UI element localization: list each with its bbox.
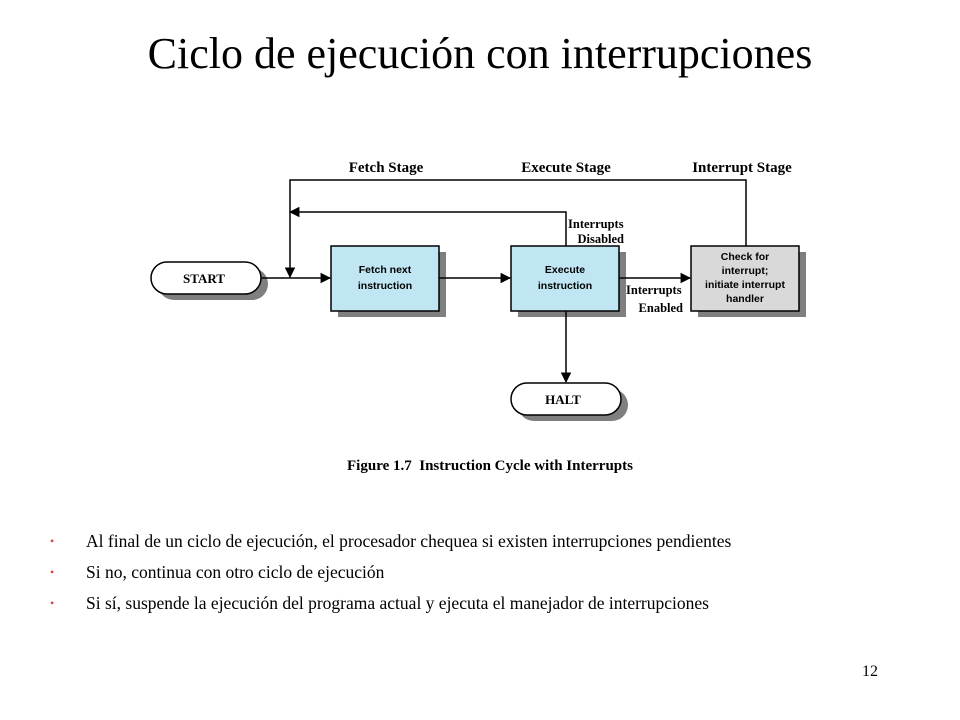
fetch-stage-label: Fetch Stage [349,160,424,176]
bullet-text: Si sí, suspende la ejecución del program… [86,593,709,613]
fetch-shape [330,245,440,312]
execute-node: Execute instruction [510,245,626,317]
interrupts-disabled-label-line1: Interrupts [568,217,624,231]
interrupts-disabled-arrow [288,206,567,246]
check-shape [690,245,800,312]
interrupts-enabled-label-line1: Interrupts [626,283,682,297]
figure-caption: Figure 1.7 Instruction Cycle with Interr… [347,458,633,474]
execute-label-line1: Execute [545,264,585,276]
start-label: START [183,271,225,286]
bullet-item: • Si sí, suspende la ejecución del progr… [50,588,731,619]
check-label-line1: Check for [721,251,769,263]
halt-shape [510,382,622,416]
slide-title: Ciclo de ejecución con interrupciones [147,29,813,78]
bullet-dot-icon: • [50,596,55,610]
fetch-node: Fetch next instruction [330,245,446,317]
halt-label: HALT [545,392,581,407]
fetch-label-line1: Fetch next [359,264,412,276]
bullet-list: • Al final de un ciclo de ejecución, el … [50,526,731,619]
halt-node: HALT [510,382,628,421]
interrupt-stage-label: Interrupt Stage [692,160,792,176]
bullet-text: Si no, continua con otro ciclo de ejecuc… [86,562,385,582]
check-label-line4: handler [726,293,764,305]
bullet-text: Al final de un ciclo de ejecución, el pr… [86,531,732,551]
start-node: START [150,261,268,300]
bullet-dot-icon: • [50,534,55,548]
execute-stage-label: Execute Stage [521,160,611,176]
bullet-dot-icon: • [50,565,55,579]
execute-label-line2: instruction [538,280,592,292]
check-label-line2: interrupt; [722,265,769,277]
check-label-line3: initiate interrupt [705,279,785,291]
bullet-item: • Al final de un ciclo de ejecución, el … [50,526,731,557]
bullet-item: • Si no, continua con otro ciclo de ejec… [50,557,731,588]
check-interrupt-node: Check for interrupt; initiate interrupt … [690,245,806,317]
execute-shape [510,245,620,312]
interrupts-enabled-label-line2: Enabled [639,301,684,315]
interrupts-disabled-label-line2: Disabled [577,232,624,246]
page-number: 12 [862,663,878,680]
interrupt-return-arrow [284,179,747,279]
fetch-label-line2: instruction [358,280,412,292]
